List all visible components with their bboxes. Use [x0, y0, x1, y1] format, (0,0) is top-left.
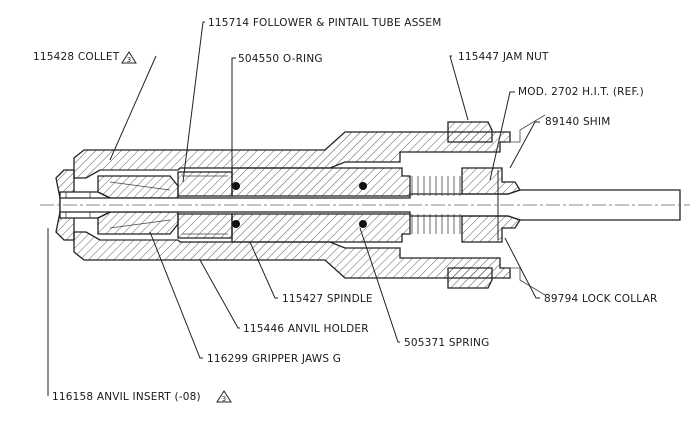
spindle-lower — [231, 213, 411, 243]
revision-triangle-collet-icon: 3 — [121, 51, 137, 64]
leader-anvil-holder — [199, 259, 240, 329]
label-jam-nut: 115447 JAM NUT — [458, 51, 549, 63]
leader-gripper-jaws — [149, 231, 203, 359]
label-gripper-jaws: 116299 GRIPPER JAWS G — [207, 353, 341, 365]
leader-spindle — [249, 241, 278, 299]
o-ring-top-left — [232, 182, 240, 190]
gripper-jaws-lower — [97, 211, 179, 235]
jam-nut — [447, 121, 493, 143]
label-shim: 89140 SHIM — [545, 116, 610, 128]
label-spindle: 115427 SPINDLE — [282, 293, 373, 305]
o-ring-top-right — [359, 182, 367, 190]
labels: 115714 FOLLOWER & PINTAIL TUBE ASSEM 115… — [33, 17, 657, 403]
tool-cross-section — [40, 114, 690, 296]
gripper-jaws-upper — [97, 175, 179, 199]
collet-nose-upper — [55, 169, 75, 199]
leader-collet — [109, 55, 157, 161]
lock-collar-upper — [461, 167, 521, 195]
label-lock-collar: 89794 LOCK COLLAR — [544, 293, 657, 305]
label-hit-ref: MOD. 2702 H.I.T. (REF.) — [518, 86, 644, 98]
leader-hit — [489, 91, 515, 181]
collet-nose-lower — [55, 211, 75, 241]
leader-lock-collar — [504, 237, 540, 299]
leader-lines — [47, 21, 540, 396]
o-ring-bottom-left — [232, 220, 240, 228]
o-ring-bottom-right — [359, 220, 367, 228]
label-anvil-holder: 115446 ANVIL HOLDER — [243, 323, 369, 335]
spindle-upper — [231, 167, 411, 197]
anvil-holder-upper — [73, 131, 511, 179]
leader-shim — [509, 121, 540, 169]
leader-follower — [182, 21, 205, 183]
leader-oring — [231, 57, 236, 178]
label-anvil-insert: 116158 ANVIL INSERT (-08) — [52, 391, 201, 403]
label-spring: 505371 SPRING — [404, 337, 489, 349]
spring — [411, 176, 461, 234]
hit-reference-outline — [505, 114, 546, 296]
lock-collar-lower — [461, 215, 521, 243]
revision-triangle-anvil-insert-icon: 3 — [216, 390, 232, 403]
leader-jam-nut — [449, 55, 469, 121]
label-oring: 504550 O-RING — [238, 53, 323, 65]
leader-spring — [359, 227, 400, 343]
svg-text:3: 3 — [127, 56, 131, 64]
jam-nut-lower — [447, 267, 493, 289]
label-follower: 115714 FOLLOWER & PINTAIL TUBE ASSEM — [208, 17, 442, 29]
svg-text:3: 3 — [222, 395, 226, 403]
label-collet: 115428 COLLET — [33, 51, 120, 63]
